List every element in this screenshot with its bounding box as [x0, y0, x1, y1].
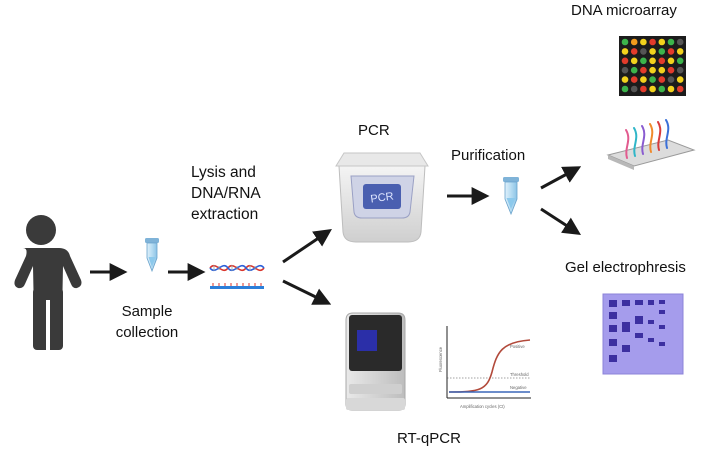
microarray-spot — [630, 48, 638, 55]
microarray-spot — [658, 66, 666, 74]
gel-band — [609, 339, 617, 346]
microarray-spot — [676, 85, 684, 93]
microarray-spot — [667, 76, 675, 83]
gel-band — [659, 310, 665, 314]
gel-electrophoresis-icon — [602, 293, 684, 375]
lysis-label-line-3: extraction — [191, 206, 259, 223]
microarray-spot — [649, 48, 656, 55]
gel-band — [659, 325, 665, 329]
microarray-spot — [658, 57, 666, 65]
qpcr-xlabel: Amplification cycles (Ct) — [460, 404, 505, 409]
microarray-spot — [621, 38, 629, 46]
microarray-spot — [658, 38, 666, 46]
arrow-purification-to-microarray — [540, 166, 582, 190]
purification-label: Purification — [451, 147, 526, 164]
microarray-spot — [640, 85, 647, 93]
gel-band — [622, 345, 630, 352]
person-icon — [14, 215, 82, 350]
microarray-spot — [649, 76, 656, 83]
dna-rna-strand-icon — [209, 264, 265, 289]
microarray-spot — [640, 48, 647, 55]
microarray-spot — [640, 57, 647, 65]
gel-band — [622, 322, 630, 332]
gel-band — [635, 333, 643, 338]
qpcr-amplification-plot: Positive Threshold Negative Fluorescence… — [438, 326, 531, 409]
arrow-purification-to-gel — [540, 207, 582, 235]
gel-band — [609, 325, 617, 332]
gel-band — [659, 300, 665, 304]
lysis-label-line-2: DNA/RNA — [191, 185, 261, 202]
microarray-spot — [621, 48, 629, 55]
gel-band — [648, 300, 654, 305]
microarray-spot — [621, 57, 629, 65]
purification-tube-icon — [503, 177, 519, 216]
microarray-spot — [649, 38, 656, 46]
microarray-spot — [676, 57, 684, 65]
microarray-spot — [630, 57, 638, 65]
arrow-extraction-to-pcr — [282, 228, 332, 264]
gel-band — [648, 338, 654, 342]
microarray-spot — [658, 48, 666, 55]
pcr-screen-text: PCR — [370, 190, 395, 205]
qpcr-series-negative: Negative — [510, 385, 527, 390]
microarray-spot — [640, 66, 647, 74]
pcr-label: PCR — [358, 122, 390, 139]
arrows — [90, 166, 582, 305]
lysis-label-line-1: Lysis and — [191, 164, 256, 181]
microarray-spot — [630, 76, 638, 83]
gel-band — [622, 300, 630, 306]
gel-band — [635, 316, 643, 324]
qpcr-series-threshold: Threshold — [510, 372, 529, 377]
qpcr-series-positive: Positive — [510, 344, 525, 349]
gel-band — [609, 312, 617, 319]
microarray-spot — [667, 85, 675, 93]
rtqpcr-machine-icon — [345, 312, 406, 411]
microarray-spot — [649, 85, 656, 93]
pcr-machine-icon: PCR — [335, 152, 429, 243]
microarray-spot — [676, 76, 684, 83]
microarray-spot — [667, 38, 675, 46]
gel-band — [648, 320, 654, 324]
microarray-spot — [621, 66, 629, 74]
microarray-spot — [649, 57, 656, 65]
sample-tube-icon — [145, 238, 159, 273]
arrow-extraction-to-rtqpcr — [282, 279, 332, 305]
qpcr-ylabel: Fluorescence — [438, 346, 443, 372]
microarray-spot — [630, 85, 638, 93]
microarray-spot — [676, 38, 684, 46]
microarray-spot — [667, 66, 675, 74]
sample-collection-label: Sample collection — [104, 301, 190, 343]
microarray-spot — [649, 66, 656, 74]
microarray-spot — [621, 76, 629, 83]
lysis-extraction-label: Lysis and DNA/RNA extraction — [191, 162, 261, 225]
positive-curve — [448, 339, 531, 393]
gel-band — [659, 342, 665, 346]
microarray-spot — [667, 57, 675, 65]
dna-microarray-icon — [619, 36, 686, 96]
sample-label-line-1: Sample — [121, 303, 173, 320]
microarray-spot — [640, 76, 647, 83]
microarray-spot — [640, 38, 647, 46]
hybridization-slide-icon — [606, 119, 696, 170]
gel-electrophoresis-label: Gel electrophresis — [565, 259, 686, 276]
microarray-spot — [667, 48, 675, 55]
microarray-spot — [630, 66, 638, 74]
microarray-spot — [658, 85, 666, 93]
gel-band — [635, 300, 643, 305]
gel-band — [609, 355, 617, 362]
microarray-spot — [658, 76, 666, 83]
microarray-spot — [630, 38, 638, 46]
microarray-spot — [676, 48, 684, 55]
dna-microarray-label: DNA microarray — [571, 2, 677, 19]
sample-label-line-2: collection — [115, 324, 179, 341]
microarray-spot — [621, 85, 629, 93]
microarray-spot — [676, 66, 684, 74]
rtqpcr-label: RT-qPCR — [397, 430, 461, 447]
gel-band — [609, 300, 617, 307]
